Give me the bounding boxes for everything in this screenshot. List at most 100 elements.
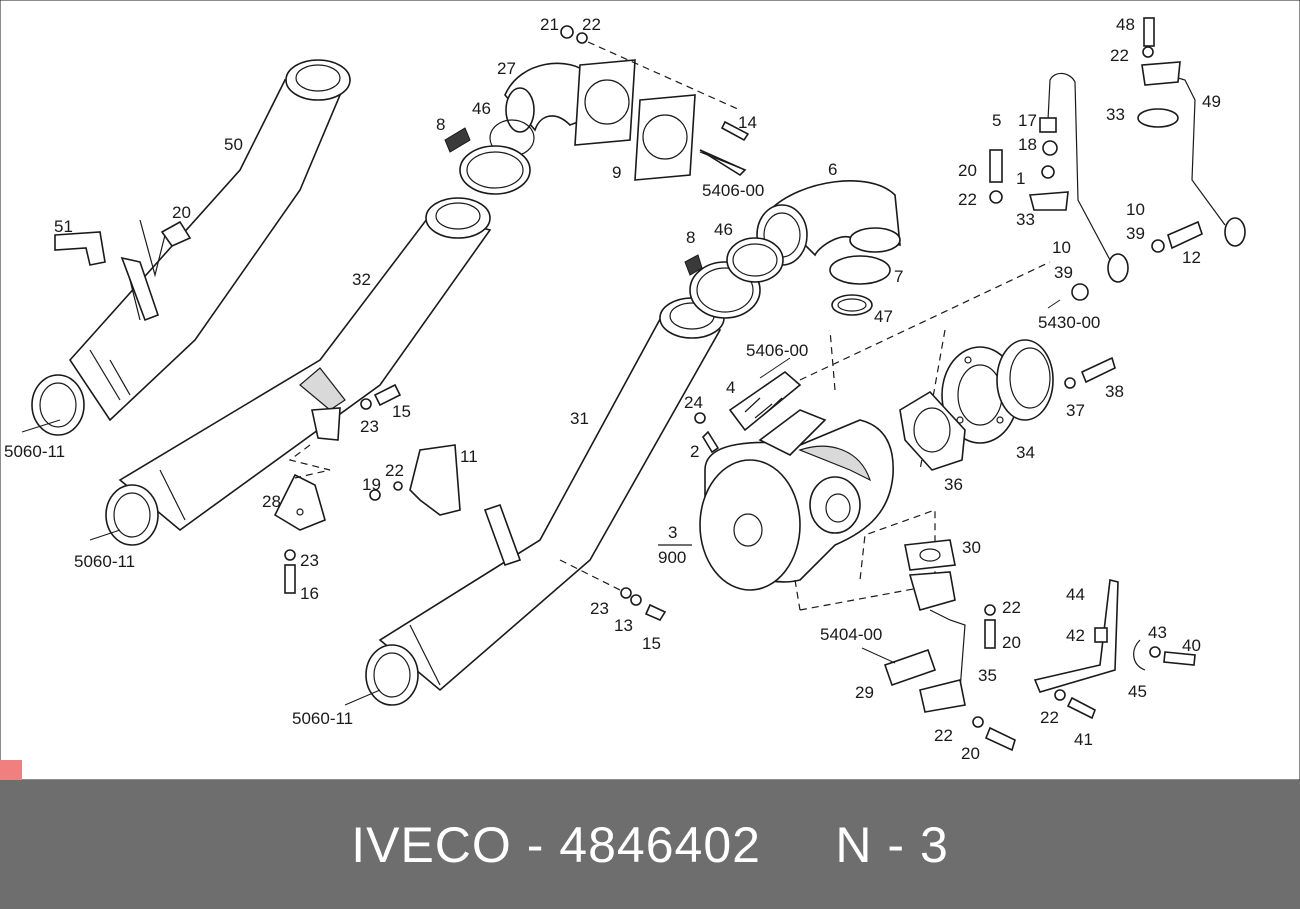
part-label: 46 <box>472 99 491 118</box>
diagram-canvas: 5060-11 5060-11 5060-11 50 51 20 32 15 2… <box>0 0 1300 780</box>
ref-label-5060-11-b: 5060-11 <box>74 552 135 571</box>
elbow-6 <box>756 180 901 266</box>
part-label: 46 <box>714 220 733 239</box>
gasket-36 <box>899 390 966 471</box>
bracket-51 <box>54 231 106 266</box>
bolt-2 <box>694 412 720 454</box>
part-label: 3 <box>668 523 677 542</box>
pipe-32 <box>105 197 492 546</box>
part-label: 23 <box>360 417 379 436</box>
turbocharger-3 <box>699 409 936 611</box>
washer-39 <box>1071 283 1089 301</box>
part-label: 32 <box>352 270 371 289</box>
part-label: 35 <box>978 666 997 685</box>
bolt-20-right-top <box>989 149 1003 204</box>
bracket-28 <box>273 444 331 531</box>
part-label: 37 <box>1066 401 1085 420</box>
part-label: 30 <box>962 538 981 557</box>
part-label: 29 <box>855 683 874 702</box>
brand-name: IVECO <box>351 816 512 873</box>
part-label: 900 <box>658 548 686 567</box>
part-label: 23 <box>300 551 319 570</box>
bolt-12 <box>1151 220 1203 253</box>
elbow-27 <box>504 25 750 181</box>
part-label: 22 <box>582 15 601 34</box>
part-label: 43 <box>1148 623 1167 642</box>
bolt-15-upper <box>360 383 402 410</box>
part-label: 27 <box>497 59 516 78</box>
part-label: 45 <box>1128 682 1147 701</box>
part-label: 14 <box>738 113 757 132</box>
part-label: 22 <box>934 726 953 745</box>
part-label: 41 <box>1074 730 1093 749</box>
part-label: 1 <box>1016 169 1025 188</box>
part-label: 4 <box>726 378 735 397</box>
corner-marker <box>0 760 22 780</box>
part-label: 15 <box>642 634 661 653</box>
separator: - <box>526 816 545 873</box>
oil-return-35 <box>883 539 996 713</box>
part-label: 33 <box>1106 105 1125 124</box>
part-label: 16 <box>300 584 319 603</box>
part-label: 22 <box>1040 708 1059 727</box>
clamps-8-7-47 <box>684 237 891 319</box>
bracket-11 <box>369 444 461 516</box>
part-label: 28 <box>262 492 281 511</box>
oil-line-10 <box>1028 72 1129 283</box>
part-label: 12 <box>1182 248 1201 267</box>
part-label: 7 <box>894 267 903 286</box>
bolt-38 <box>1064 356 1116 389</box>
reference-arrows <box>21 151 1061 706</box>
part-label: 21 <box>540 15 559 34</box>
pipe-50 <box>31 59 351 436</box>
part-label: 20 <box>172 203 191 222</box>
part-label: 38 <box>1105 382 1124 401</box>
part-label: 31 <box>570 409 589 428</box>
part-label: 10 <box>1052 238 1071 257</box>
bracket-44 <box>1033 579 1196 720</box>
part-label: 48 <box>1116 15 1135 34</box>
part-label: 22 <box>1002 598 1021 617</box>
part-label: 10 <box>1126 200 1145 219</box>
ref-label-5406-00-a: 5406-00 <box>702 181 764 200</box>
part-label: 22 <box>958 190 977 209</box>
part-label: 19 <box>362 475 381 494</box>
part-label: 20 <box>1002 633 1021 652</box>
part-label: 22 <box>385 461 404 480</box>
part-label: 11 <box>460 447 478 466</box>
part-label: 20 <box>958 161 977 180</box>
part-label: 23 <box>590 599 609 618</box>
part-label: 49 <box>1202 92 1221 111</box>
part-label: 39 <box>1126 224 1145 243</box>
bolt-20-bottom <box>972 716 1016 752</box>
part-number-labels: 5060-11 5060-11 5060-11 50 51 20 32 15 2… <box>4 15 1221 763</box>
oil-line-49 <box>1137 17 1246 247</box>
gasket-4 <box>728 261 1051 471</box>
flange-34 <box>941 339 1054 444</box>
ring-46-upper <box>444 119 535 195</box>
part-label: 18 <box>1018 135 1037 154</box>
part-label: 42 <box>1066 626 1085 645</box>
part-label: 15 <box>392 402 411 421</box>
ref-label-5404-00: 5404-00 <box>820 625 882 644</box>
footer-banner: IVECO - 4846402 N - 3 <box>0 780 1300 909</box>
part-label: 44 <box>1066 585 1085 604</box>
part-label: 9 <box>612 163 621 182</box>
suffix-code: N - 3 <box>835 816 949 873</box>
part-label: 39 <box>1054 263 1073 282</box>
part-label: 17 <box>1018 111 1037 130</box>
bolt-20-left <box>139 219 192 278</box>
part-label: 51 <box>54 217 73 236</box>
part-label: 2 <box>690 442 699 461</box>
part-label: 34 <box>1016 443 1035 462</box>
part-label: 13 <box>614 616 633 635</box>
part-label: 40 <box>1182 636 1201 655</box>
part-number: 4846402 <box>559 816 761 873</box>
part-label: 5 <box>992 111 1001 130</box>
part-label: 8 <box>436 115 445 134</box>
ref-label-5430-00: 5430-00 <box>1038 313 1100 332</box>
part-label: 22 <box>1110 46 1129 65</box>
pipe-31 <box>365 297 725 706</box>
part-label: 20 <box>961 744 980 763</box>
part-label: 6 <box>828 160 837 179</box>
